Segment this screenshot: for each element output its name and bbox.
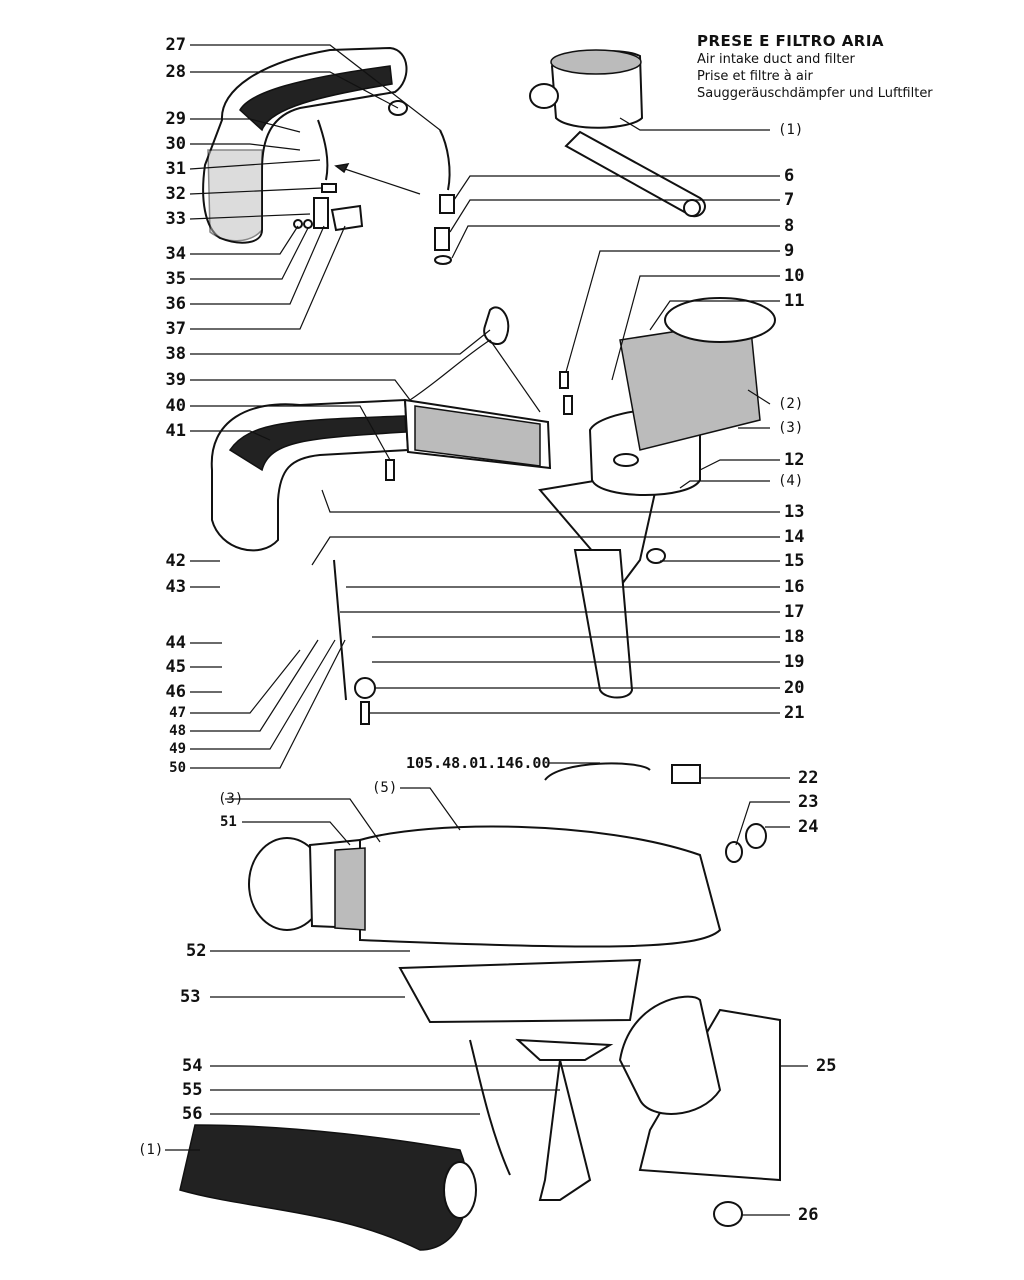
title-english: Air intake duct and filter xyxy=(697,52,855,67)
middle-air-filter xyxy=(333,297,776,725)
callout-54: 54 xyxy=(182,1056,203,1076)
callout-22: 22 xyxy=(798,768,819,788)
variant-label-4: (4) xyxy=(778,473,804,489)
middle-intake-duct xyxy=(210,306,552,552)
callout-37: 37 xyxy=(165,319,186,339)
callout-38: 38 xyxy=(165,344,186,364)
title-french: Prise et filtre à air xyxy=(697,69,813,84)
title-italian: PRESE E FILTRO ARIA xyxy=(697,32,885,50)
callout-13: 13 xyxy=(784,502,805,522)
callout-15: 15 xyxy=(784,551,805,571)
callout-44: 44 xyxy=(165,633,186,653)
callout-26: 26 xyxy=(798,1205,819,1225)
variant-label-3-bottom: (3) xyxy=(218,791,244,807)
title-block: PRESE E FILTRO ARIA Air intake duct and … xyxy=(697,32,1017,102)
callout-33: 33 xyxy=(165,209,186,229)
callout-48: 48 xyxy=(169,723,186,739)
callout-17: 17 xyxy=(784,602,805,622)
variant-label-1-bottom: (1) xyxy=(138,1142,164,1158)
callout-31: 31 xyxy=(165,159,186,179)
callout-27: 27 xyxy=(165,35,186,55)
callout-14: 14 xyxy=(784,527,805,547)
callout-35: 35 xyxy=(165,269,186,289)
callout-21: 21 xyxy=(784,703,805,723)
callout-53: 53 xyxy=(180,987,201,1007)
callout-55: 55 xyxy=(182,1080,203,1100)
callout-16: 16 xyxy=(784,577,805,597)
upper-air-filter xyxy=(529,49,706,217)
callout-42: 42 xyxy=(165,551,186,571)
callout-12: 12 xyxy=(784,450,805,470)
callout-30: 30 xyxy=(165,134,186,154)
callout-34: 34 xyxy=(165,244,186,264)
callout-29: 29 xyxy=(165,109,186,129)
callout-18: 18 xyxy=(784,627,805,647)
part-number-label: 105.48.01.146.00 xyxy=(406,754,551,772)
callout-49: 49 xyxy=(169,741,186,757)
callout-25: 25 xyxy=(816,1056,837,1076)
callout-41: 41 xyxy=(165,421,186,441)
callout-20: 20 xyxy=(784,678,805,698)
title-german: Sauggeräuschdämpfer und Luftfilter xyxy=(697,86,933,101)
callout-8: 8 xyxy=(784,216,795,236)
variant-label-5: (5) xyxy=(372,780,398,796)
callout-36: 36 xyxy=(165,294,186,314)
callout-32: 32 xyxy=(165,184,186,204)
variant-label-2: (2) xyxy=(778,396,804,412)
callout-51: 51 xyxy=(220,814,237,830)
callout-46: 46 xyxy=(165,682,186,702)
callout-39: 39 xyxy=(165,370,186,390)
lower-filter-assembly xyxy=(179,762,781,1251)
leader-lines-right xyxy=(311,117,808,1216)
callout-43: 43 xyxy=(165,577,186,597)
variant-label-3-middle: (3) xyxy=(778,420,804,436)
upper-intake-duct xyxy=(202,46,455,265)
callout-50: 50 xyxy=(169,760,186,776)
callout-45: 45 xyxy=(165,657,186,677)
callout-47: 47 xyxy=(169,705,186,721)
callout-10: 10 xyxy=(784,266,805,286)
callout-11: 11 xyxy=(784,291,805,311)
callout-7: 7 xyxy=(784,190,795,210)
callout-23: 23 xyxy=(798,792,819,812)
callout-6: 6 xyxy=(784,166,795,186)
leader-lines-left xyxy=(165,44,630,1151)
callout-28: 28 xyxy=(165,62,186,82)
callout-52: 52 xyxy=(186,941,207,961)
callout-19: 19 xyxy=(784,652,805,672)
callout-40: 40 xyxy=(165,396,186,416)
callout-24: 24 xyxy=(798,817,819,837)
callout-56: 56 xyxy=(182,1104,203,1124)
variant-label-1-top: (1) xyxy=(778,122,804,138)
callout-9: 9 xyxy=(784,241,795,261)
